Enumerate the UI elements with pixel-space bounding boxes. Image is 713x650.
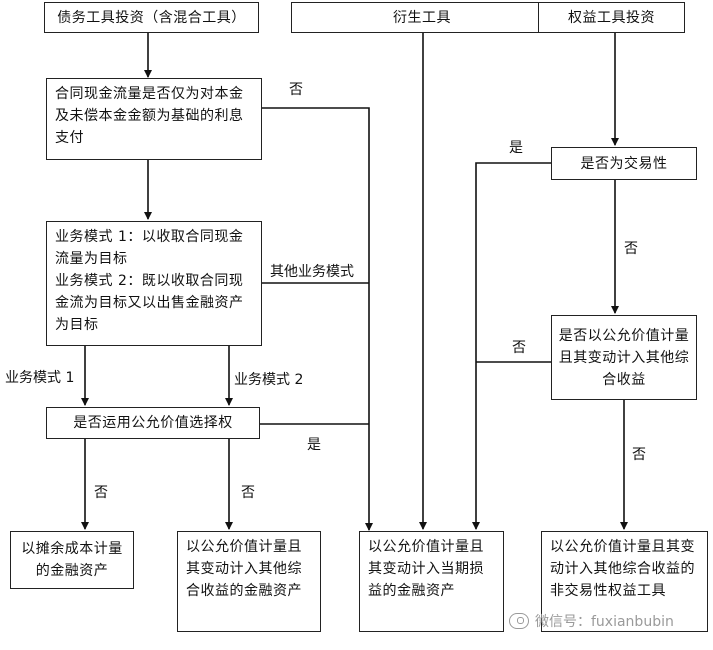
label-oci-yes: 否 bbox=[632, 447, 646, 463]
watermark: 微信号：fuxianbubin bbox=[509, 611, 674, 631]
label-oci-designation-no: 否 bbox=[512, 340, 526, 356]
box-trading-test: 是否为交易性 bbox=[551, 147, 697, 180]
label-fvo-no-left: 否 bbox=[94, 485, 108, 501]
label-fvo-yes: 是 bbox=[307, 437, 321, 453]
box-debt-instrument: 债务工具投资（含混合工具） bbox=[44, 2, 259, 33]
box-fvoci-debt-text: 以公允价值计量且其变动计入其他综合收益的金融资产 bbox=[186, 539, 302, 599]
box-equity-text: 权益工具投资 bbox=[568, 9, 655, 26]
model-line-2: 业务模式 2：既以收取合同现金流为目标又以出售金融资产为目标 bbox=[55, 273, 244, 333]
box-fvoci-debt: 以公允价值计量且其变动计入其他综合收益的金融资产 bbox=[177, 531, 321, 632]
box-derivative: 衍生工具 bbox=[291, 2, 553, 33]
wechat-icon bbox=[509, 613, 529, 629]
box-trading-text: 是否为交易性 bbox=[580, 155, 668, 172]
box-fvpl: 以公允价值计量且其变动计入当期损益的金融资产 bbox=[359, 531, 504, 632]
arrow-cashflow-no bbox=[262, 107, 373, 531]
label-trading-yes: 是 bbox=[509, 140, 523, 156]
arrow-trading-yes bbox=[472, 162, 551, 530]
box-cashflow-test: 合同现金流量是否仅为对本金及未偿本金金额为基础的利息支付 bbox=[46, 78, 262, 160]
label-cashflow-no: 否 bbox=[289, 82, 303, 98]
box-cashflow-text: 合同现金流量是否仅为对本金及未偿本金金额为基础的利息支付 bbox=[55, 86, 244, 146]
model-line-1: 业务模式 1：以收取合同现金流量为目标 bbox=[55, 229, 244, 267]
label-other-models: 其他业务模式 bbox=[270, 264, 354, 280]
label-fvo-no-right: 否 bbox=[241, 485, 255, 501]
box-amortized-text: 以摊余成本计量的金融资产 bbox=[21, 541, 123, 579]
label-model2: 业务模式 2 bbox=[234, 372, 304, 388]
box-amortized-cost: 以摊余成本计量的金融资产 bbox=[10, 531, 134, 589]
box-debt-text: 债务工具投资（含混合工具） bbox=[57, 9, 246, 26]
box-fair-value-option: 是否运用公允价值选择权 bbox=[46, 407, 260, 439]
watermark-text: 微信号：fuxianbubin bbox=[535, 614, 674, 630]
box-fvpl-text: 以公允价值计量且其变动计入当期损益的金融资产 bbox=[368, 539, 484, 599]
box-fvo-text: 是否运用公允价值选择权 bbox=[73, 415, 233, 431]
label-trading-no: 否 bbox=[624, 241, 638, 257]
box-derivative-text: 衍生工具 bbox=[393, 9, 451, 26]
box-business-model: 业务模式 1：以收取合同现金流量为目标 业务模式 2：既以收取合同现金流为目标又… bbox=[46, 221, 262, 346]
box-oci-designation: 是否以公允价值计量且其变动计入其他综合收益 bbox=[551, 315, 697, 400]
box-oci-designation-text: 是否以公允价值计量且其变动计入其他综合收益 bbox=[558, 327, 690, 388]
label-model1: 业务模式 1 bbox=[5, 370, 75, 386]
box-fvoci-equity: 以公允价值计量且其变动计入其他综合收益的非交易性权益工具 bbox=[541, 531, 708, 632]
box-equity-instrument: 权益工具投资 bbox=[538, 2, 685, 33]
box-fvoci-equity-text: 以公允价值计量且其变动计入其他综合收益的非交易性权益工具 bbox=[550, 539, 695, 599]
